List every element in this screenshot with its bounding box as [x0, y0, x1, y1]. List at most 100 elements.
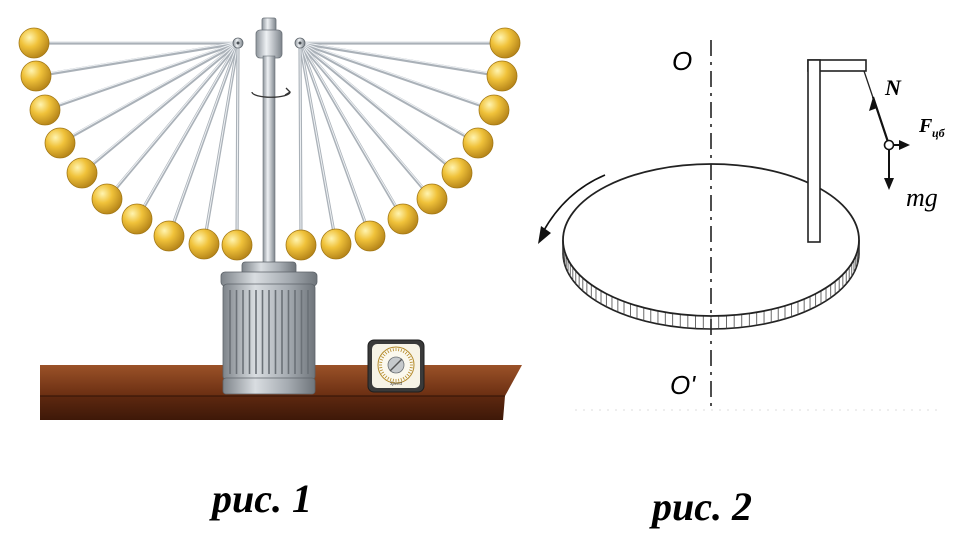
pendulum-rod-highlight: [168, 41, 239, 236]
dial-tick: [379, 361, 383, 363]
pendulum-ball: [44, 127, 76, 159]
dial-tick: [402, 376, 405, 380]
dial-tick: [392, 378, 394, 382]
dial-tick: [389, 378, 392, 382]
dial-tick: [379, 358, 383, 361]
rotation-arrow-icon: [251, 87, 292, 98]
pendulum-ball: [91, 183, 123, 215]
dial-tick: [402, 350, 405, 354]
pendulum-rod: [43, 41, 240, 112]
pendulum-ball: [18, 27, 50, 59]
pendulum-ball: [486, 60, 518, 92]
dial-ticks: [379, 348, 413, 382]
dial-tick: [387, 350, 390, 354]
pendulum-rod-highlight: [136, 41, 239, 219]
dial-tick: [409, 361, 413, 363]
pendulum-rod-highlight: [44, 41, 239, 110]
pendulum-rod: [80, 41, 240, 175]
dial-tick: [406, 353, 410, 357]
pendulum-rod-highlight: [106, 41, 239, 199]
pendulum-rod: [298, 41, 496, 112]
pendulum-rod: [298, 41, 480, 145]
pendulum-ball: [20, 60, 52, 92]
pendulum-ball: [285, 229, 317, 261]
dial-tick: [381, 371, 385, 374]
hanging-ball-assembly: [863, 70, 910, 190]
pendulum-rod-highlight: [203, 41, 239, 244]
pendulum-rod-highlight: [299, 41, 479, 143]
dial-tick: [381, 356, 385, 359]
pendulum-rod: [298, 41, 434, 201]
pendulum-ball: [221, 229, 253, 261]
dial-tick: [406, 373, 410, 377]
dial-tick: [404, 351, 408, 355]
dial-tick: [409, 358, 413, 361]
pendulum-rod-highlight: [35, 41, 239, 76]
dial-tick: [398, 378, 400, 382]
dial-label: Speed: [390, 382, 402, 387]
dial-tick: [407, 371, 411, 374]
pendulum-ball: [462, 127, 494, 159]
figure-1-rotating-pendulums: Speed: [12, 12, 530, 427]
force-centrifugal-label: F: [918, 115, 933, 137]
dial-tick: [404, 375, 408, 379]
pendulum-ball: [188, 228, 220, 260]
dial-tick: [400, 348, 403, 352]
dial-tick: [384, 351, 388, 355]
pendulum-rod: [298, 41, 405, 221]
central-pole: [232, 17, 306, 271]
pendulum-ball: [478, 94, 510, 126]
hanging-ball: [883, 139, 895, 151]
pendulum-ball: [387, 203, 419, 235]
figure-2-caption: рис. 2: [649, 484, 752, 529]
dial-tick: [379, 367, 383, 369]
pendulum-rod: [298, 41, 459, 175]
dial-tick: [407, 356, 411, 359]
pendulum-rod: [105, 41, 240, 201]
pendulum-rod-highlight: [299, 41, 371, 236]
dial-tick: [409, 369, 413, 372]
motor-housing: [220, 261, 318, 395]
dial-tick: [382, 353, 386, 357]
dial-tick: [398, 348, 400, 352]
pendulum-rod: [298, 41, 504, 78]
pendulum-ball: [354, 220, 386, 252]
axis-top-label: O: [672, 46, 692, 76]
speed-dial: Speed: [367, 339, 425, 393]
pendulum-rod-highlight: [236, 41, 239, 245]
dial-tick: [384, 375, 388, 379]
dial-tick: [387, 376, 390, 380]
dial-tick: [409, 367, 413, 369]
disk-rotation-arrow-icon: [538, 174, 606, 244]
force-centrifugal-subscript: цб: [932, 126, 946, 140]
dial-tick: [392, 348, 394, 352]
pendulum-ball: [153, 220, 185, 252]
motor-ribs: [229, 290, 309, 374]
pendulum-ball: [441, 157, 473, 189]
pendulum-rod-highlight: [59, 41, 239, 143]
pendulum-rod: [58, 41, 240, 145]
pendulum-rod-highlight: [299, 41, 433, 199]
dial-tick: [379, 369, 383, 372]
force-gravity-label: mg: [906, 183, 938, 212]
figure-1-caption: рис. 1: [209, 476, 312, 521]
pendulum-ball: [66, 157, 98, 189]
l-stand: [807, 59, 867, 243]
pendulum-rod-highlight: [299, 41, 302, 245]
dial-tick: [382, 373, 386, 377]
dial-tick: [389, 348, 392, 352]
pendulum-ball: [29, 94, 61, 126]
pendulum-ball: [320, 228, 352, 260]
pendulum-ball: [121, 203, 153, 235]
pendulum-ball: [416, 183, 448, 215]
force-normal-label: N: [884, 75, 902, 100]
pendulum-rod-highlight: [299, 41, 503, 76]
disk-edge-hatching: [562, 240, 860, 329]
pendulum-ball: [489, 27, 521, 59]
pendulum-rod-highlight: [299, 41, 337, 244]
pendulum-rod-highlight: [299, 41, 404, 219]
pendulum-rod-highlight: [299, 41, 495, 110]
pendulum-group: [18, 27, 521, 261]
axis-bottom-label: O': [670, 370, 696, 400]
